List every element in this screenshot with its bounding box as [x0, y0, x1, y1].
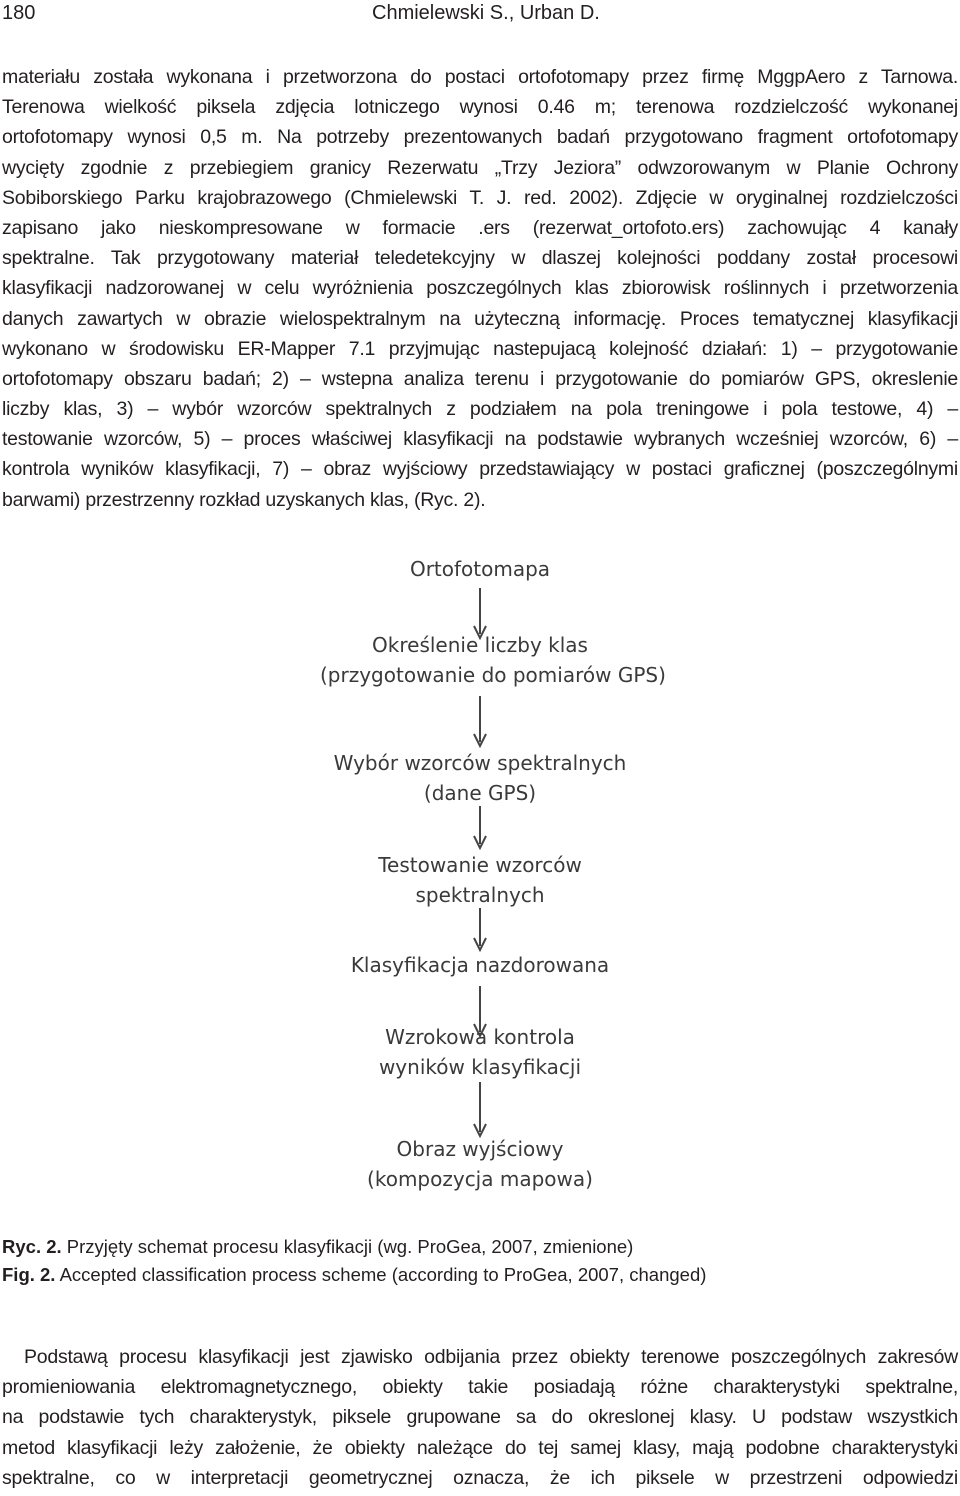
caption-polish: Ryc. 2. Przyjęty schemat procesu klasyfi…: [2, 1233, 706, 1261]
flow-step-line: (przygotowanie do pomiarów GPS): [320, 663, 666, 687]
text-line: testowanie wzorców, 5) – proces właściwe…: [2, 428, 958, 451]
text-line: wycięty zgodnie z przebiegiem granicy Re…: [2, 156, 958, 179]
text-line: ortofotomapy obszaru badań; 2) – wstepna…: [2, 367, 958, 390]
text-line: promieniowania elektromagnetycznego, obi…: [2, 1376, 958, 1399]
text-line: barwami) przestrzenny rozkład uzyskanych…: [2, 488, 486, 511]
flow-step-line: wyników klasyfikacji: [378, 1055, 582, 1079]
flow-step-line: Wzrokowa kontrola: [385, 1025, 575, 1049]
text-line: materiału została wykonana i przetworzon…: [2, 66, 958, 88]
caption-english: Fig. 2. Accepted classification process …: [2, 1261, 706, 1289]
caption-text: Accepted classification process scheme (…: [55, 1264, 707, 1285]
flow-step-orthophotomap: Ortofotomapa: [320, 554, 640, 584]
text-line: metod klasyfikacji leży założenie, że ob…: [2, 1436, 958, 1459]
flow-step-line: (kompozycja mapowa): [367, 1167, 593, 1191]
paragraph-methods: materiału została wykonana i przetworzon…: [2, 62, 958, 515]
down-arrow-icon: [473, 908, 487, 952]
figure-captions: Ryc. 2. Przyjęty schemat procesu klasyfi…: [2, 1233, 706, 1289]
text-line: Podstawą procesu klasyfikacji jest zjawi…: [24, 1346, 958, 1368]
text-line: wykonano w środowisku ER-Mapper 7.1 przy…: [2, 337, 958, 360]
flow-step-line: Testowanie wzorców: [378, 853, 582, 877]
flow-step-line: Wybór wzorców spektralnych: [333, 751, 627, 775]
text-line: zapisano jako nieskompresowane w formaci…: [2, 216, 958, 239]
running-head-authors: Chmielewski S., Urban D.: [372, 2, 600, 24]
flow-step-line: Obraz wyjściowy: [396, 1137, 564, 1161]
page-number: 180: [2, 2, 36, 24]
down-arrow-icon: [473, 986, 487, 1038]
down-arrow-icon: [473, 588, 487, 640]
text-line: liczby klas, 3) – wybór wzorców spektral…: [2, 398, 958, 421]
flow-step-pattern-testing: Testowanie wzorców spektralnych: [320, 850, 640, 910]
down-arrow-icon: [473, 1082, 487, 1138]
text-line: Terenowa wielkość piksela zdjęcia lotnic…: [2, 96, 958, 119]
flow-step-class-count: Określenie liczby klas (przygotowanie do…: [320, 630, 666, 690]
classification-flowchart: Ortofotomapa Określenie liczby klas (prz…: [320, 548, 666, 1208]
down-arrow-icon: [473, 696, 487, 748]
flow-step-line: Ortofotomapa: [409, 557, 551, 581]
flow-step-line: (dane GPS): [423, 781, 537, 805]
text-line: kontrola wyników klasyfikacji, 7) – obra…: [2, 458, 958, 481]
down-arrow-icon: [473, 806, 487, 850]
flow-step-supervised-classification: Klasyfikacja nazdorowana: [320, 950, 640, 980]
text-line: ortofotomapy wynosi 0,5 m. Na potrzeby p…: [2, 126, 958, 149]
page-header: 180 Chmielewski S., Urban D.: [0, 2, 960, 32]
caption-label: Ryc. 2.: [2, 1236, 62, 1257]
text-line: spektralne, co w interpretacji geometryc…: [2, 1466, 958, 1489]
flow-step-spectral-patterns: Wybór wzorców spektralnych (dane GPS): [320, 748, 640, 808]
flow-step-output-image: Obraz wyjściowy (kompozycja mapowa): [320, 1134, 640, 1194]
text-line: danych zawartych w obrazie wielospektral…: [2, 307, 958, 330]
flow-step-line: spektralnych: [415, 883, 545, 907]
flow-step-line: Klasyfikacja nazdorowana: [350, 953, 610, 977]
text-line: Sobiborskiego Parku krajobrazowego (Chmi…: [2, 186, 958, 209]
caption-text: Przyjęty schemat procesu klasyfikacji (w…: [61, 1236, 634, 1257]
text-line: spektralne. Tak przygotowany materiał te…: [2, 247, 958, 270]
flow-step-line: Określenie liczby klas: [372, 633, 588, 657]
caption-label: Fig. 2.: [2, 1264, 56, 1285]
text-line: klasyfikacji nadzorowanej w celu wyróżni…: [2, 277, 958, 300]
flow-step-visual-control: Wzrokowa kontrola wyników klasyfikacji: [320, 1022, 640, 1082]
paragraph-classification-basis: Podstawą procesu klasyfikacji jest zjawi…: [2, 1342, 958, 1493]
text-line: na podstawie tych charakterystyk, piksel…: [2, 1406, 958, 1429]
